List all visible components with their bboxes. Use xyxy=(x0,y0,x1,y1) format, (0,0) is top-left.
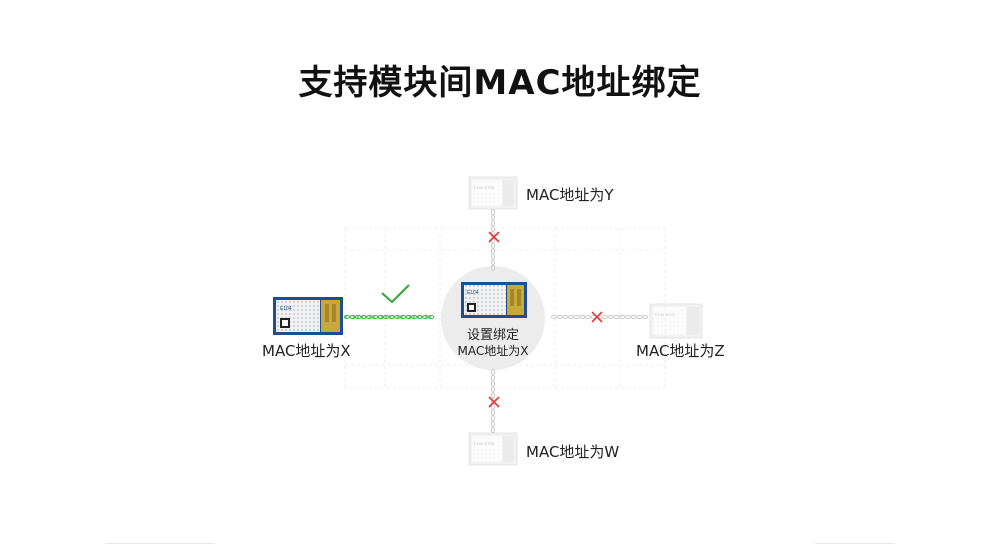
module-center: E104 xyxy=(461,282,527,318)
module-right: E104 BT05 xyxy=(649,303,703,339)
chain-link xyxy=(550,314,558,320)
module-center-bind-label: 设置绑定 xyxy=(466,328,519,343)
chain-link xyxy=(613,314,620,320)
page-title: 支持模块间MAC地址绑定 xyxy=(298,63,702,103)
chain-link xyxy=(490,264,496,272)
chain-link xyxy=(490,208,496,216)
footer-divider-left xyxy=(105,543,215,544)
chain-link xyxy=(490,386,496,393)
module-bottom-label: MAC地址为W xyxy=(526,443,620,461)
link-bottom-links xyxy=(490,368,496,434)
module-right-label: MAC地址为Z xyxy=(636,342,725,360)
chain-link xyxy=(490,374,496,381)
chain-link xyxy=(490,426,496,434)
chain-link xyxy=(490,242,496,249)
chain-link xyxy=(636,314,643,320)
module-center-mac-label: MAC地址为X xyxy=(457,344,529,358)
link-right-links xyxy=(550,314,649,320)
chain-link xyxy=(641,314,649,320)
chain-link xyxy=(490,368,496,376)
chain-link xyxy=(624,314,632,320)
chain-link xyxy=(490,380,496,387)
chain-link xyxy=(490,220,496,227)
chain-link xyxy=(490,214,496,221)
footer-divider-right xyxy=(815,543,895,544)
chain-link xyxy=(490,253,496,260)
module-bottom-chip-label: E104 BT05 xyxy=(474,441,495,446)
chain-link xyxy=(567,314,575,320)
chain-link xyxy=(427,314,435,320)
chain-link xyxy=(602,314,609,320)
cross-icon xyxy=(488,396,500,408)
chain-link xyxy=(490,259,496,266)
chain-link xyxy=(490,409,496,416)
chain-link xyxy=(630,314,637,320)
chain-link xyxy=(573,314,580,320)
chain-link xyxy=(585,314,592,320)
module-center-chip-label: E104 xyxy=(467,290,479,296)
module-bottom: E104 BT05 xyxy=(468,432,518,466)
module-left-chip-label: E104 xyxy=(280,306,292,312)
module-top: E104 BT05 xyxy=(468,176,518,210)
background-grid xyxy=(344,227,666,390)
module-top-label: MAC地址为Y xyxy=(526,186,614,204)
cross-icon xyxy=(591,311,603,323)
chain-link xyxy=(562,314,569,320)
chain-link xyxy=(490,225,496,232)
chain-link xyxy=(619,314,626,320)
module-right-chip-label: E104 BT05 xyxy=(655,312,676,317)
link-top-links xyxy=(490,208,496,272)
link-left-links xyxy=(343,314,435,320)
cross-icon xyxy=(488,231,500,243)
chain-link xyxy=(556,314,563,320)
module-top-chip-label: E104 BT05 xyxy=(474,185,495,190)
chain-link xyxy=(490,415,496,422)
check-icon xyxy=(381,284,410,304)
chain-link xyxy=(579,314,586,320)
chain-link xyxy=(490,392,496,399)
module-left-label: MAC地址为X xyxy=(262,342,351,360)
module-left: E104 xyxy=(273,297,343,335)
chain-link xyxy=(490,248,496,255)
chain-link xyxy=(490,421,496,428)
chain-link xyxy=(607,314,614,320)
chain-link xyxy=(490,403,496,410)
